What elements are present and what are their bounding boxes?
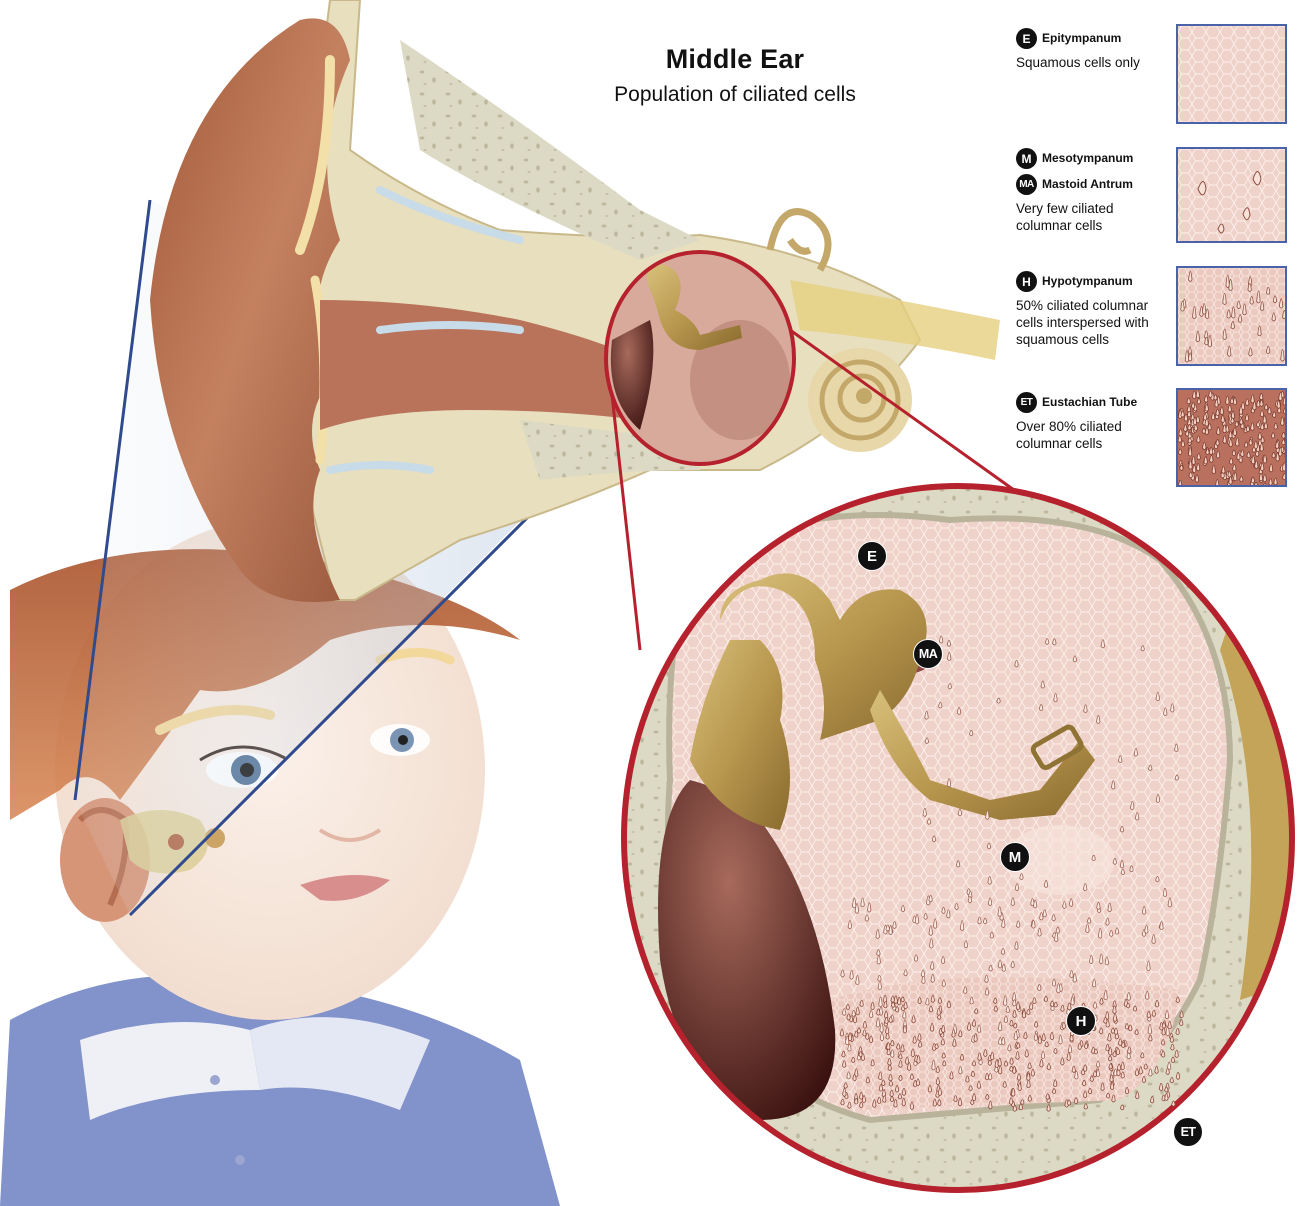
marker-ma: MA bbox=[913, 639, 943, 669]
legend-region-name: Epitympanum bbox=[1042, 30, 1121, 47]
legend-description: Squamous cells only bbox=[1016, 54, 1140, 71]
legend-mesotympanum: M Mesotympanum MA Mastoid Antrum Very few … bbox=[1016, 148, 1133, 234]
legend-epitympanum: E Epitympanum Squamous cells only bbox=[1016, 28, 1140, 71]
legend-region-name: Eustachian Tube bbox=[1042, 394, 1137, 411]
cilium bbox=[1285, 448, 1287, 456]
legend-region-name: Hypotympanum bbox=[1042, 273, 1133, 290]
cilium bbox=[1285, 452, 1287, 458]
magnified-middle-ear bbox=[620, 480, 1300, 1200]
marker-et: ET bbox=[1173, 1117, 1203, 1147]
legend-region-name: Mesotympanum bbox=[1042, 150, 1133, 167]
legend-region-name: Mastoid Antrum bbox=[1042, 176, 1133, 193]
legend-description: Over 80% ciliated columnar cells bbox=[1016, 418, 1137, 452]
marker-m: M bbox=[1000, 842, 1030, 872]
swatch-hypotympanum bbox=[1176, 266, 1287, 366]
legend-hypotympanum: H Hypotympanum 50% ciliated columnar cell… bbox=[1016, 271, 1149, 348]
badge-h: H bbox=[1016, 271, 1037, 292]
cilium bbox=[1285, 468, 1287, 476]
badge-et: ET bbox=[1016, 392, 1037, 413]
swatch-eustachian-tube bbox=[1176, 388, 1287, 487]
swatch-mesotympanum bbox=[1176, 147, 1287, 243]
title-block: Middle Ear Population of ciliated cells bbox=[560, 44, 910, 107]
badge-ma: MA bbox=[1016, 174, 1037, 195]
legend-eustachian-tube: ET Eustachian Tube Over 80% ciliated colu… bbox=[1016, 392, 1137, 452]
diagram-subtitle: Population of ciliated cells bbox=[560, 83, 910, 107]
swatch-cells bbox=[1178, 268, 1287, 366]
diagram-title: Middle Ear bbox=[560, 44, 910, 75]
legend-description: Very few ciliated columnar cells bbox=[1016, 200, 1133, 234]
swatch-epitympanum bbox=[1176, 24, 1287, 124]
badge-m: M bbox=[1016, 148, 1037, 169]
cochlea bbox=[808, 348, 912, 452]
cilium bbox=[1286, 394, 1287, 399]
swatch-cells bbox=[1178, 26, 1287, 124]
legend-description: 50% ciliated columnar cells interspersed… bbox=[1016, 297, 1149, 348]
swatch-cells bbox=[1178, 149, 1287, 243]
badge-e: E bbox=[1016, 28, 1037, 49]
marker-e: E bbox=[857, 541, 887, 571]
marker-h: H bbox=[1066, 1006, 1096, 1036]
swatch-cells bbox=[1178, 390, 1287, 487]
cilium bbox=[1285, 433, 1287, 442]
